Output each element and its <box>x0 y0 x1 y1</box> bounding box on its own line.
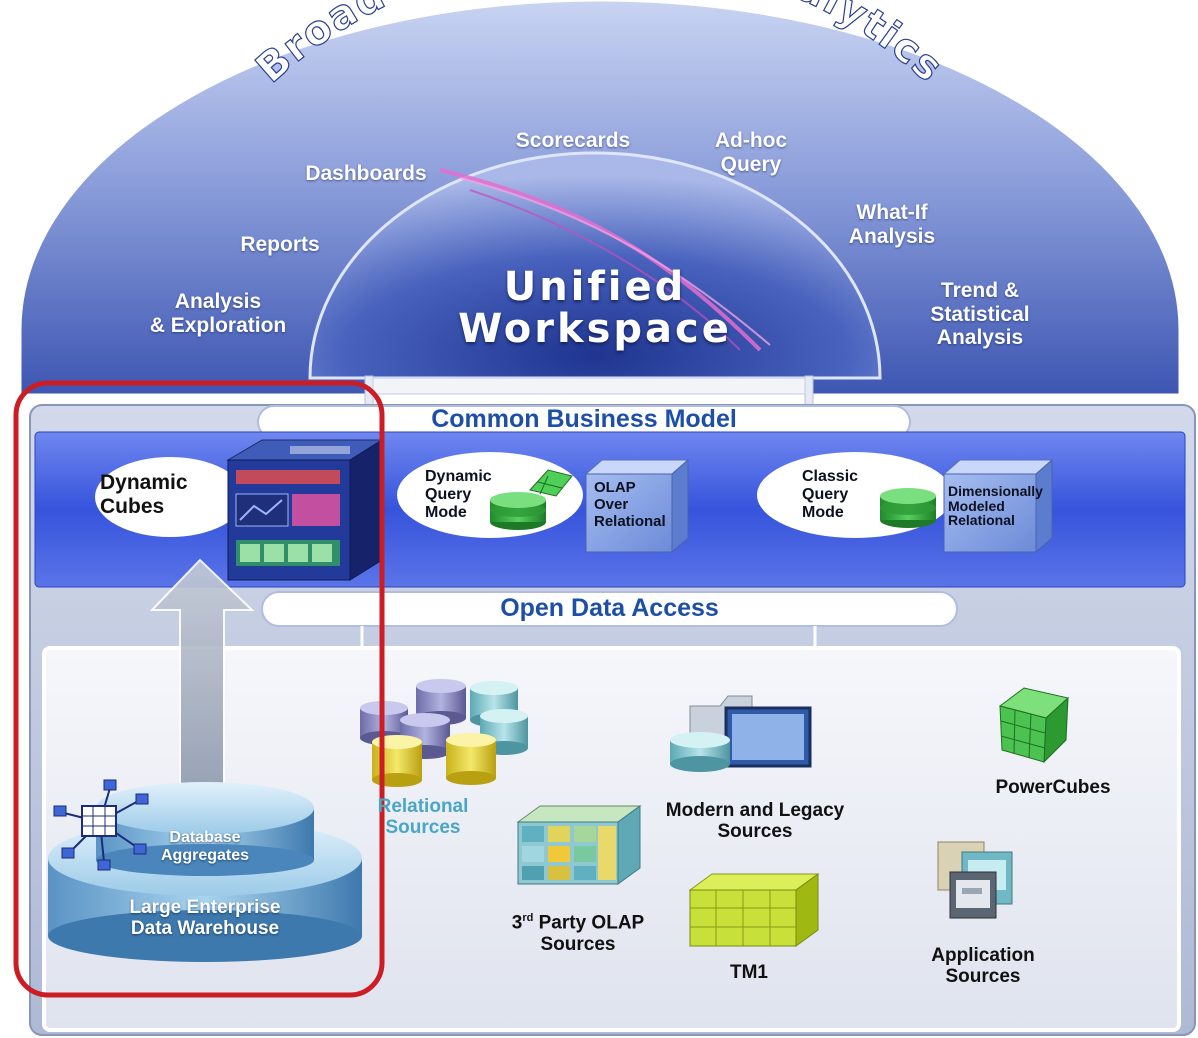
database-stack-icon <box>490 492 546 530</box>
warehouse-cylinder-icon <box>48 782 362 962</box>
green-cube-icon <box>529 469 573 497</box>
powercubes-label: PowerCubes <box>995 777 1111 798</box>
capability-dashboards: Dashboards <box>305 162 427 185</box>
dynamic-cubes-highlight <box>13 380 385 998</box>
capability-reports: Reports <box>240 233 320 256</box>
folder-monitor-icon <box>670 695 812 772</box>
third-party-olap-cube-icon <box>516 805 642 885</box>
application-windows-icon <box>937 841 1013 919</box>
up-arrow-icon <box>149 558 255 801</box>
relational-db-cluster-icon <box>360 679 528 787</box>
olap-cube-icon <box>584 458 690 554</box>
common-business-model-label: Common Business Model <box>431 405 737 433</box>
capability-analysis-exploration: Analysis& Exploration <box>149 290 287 337</box>
tm1-label: TM1 <box>730 962 768 983</box>
open-data-access-label: Open Data Access <box>500 594 719 622</box>
third-party-olap-label: 3rd Party OLAP Sources <box>511 912 645 955</box>
capability-scorecards: Scorecards <box>515 129 631 152</box>
olap-cube-icon <box>942 458 1054 554</box>
star-schema-icon <box>53 779 149 871</box>
analytics-arc <box>18 0 1182 397</box>
green-cube-icon <box>998 687 1070 764</box>
cube-server-icon <box>226 439 384 581</box>
tm1-cube-icon <box>688 873 820 947</box>
database-stack-icon <box>880 488 936 528</box>
